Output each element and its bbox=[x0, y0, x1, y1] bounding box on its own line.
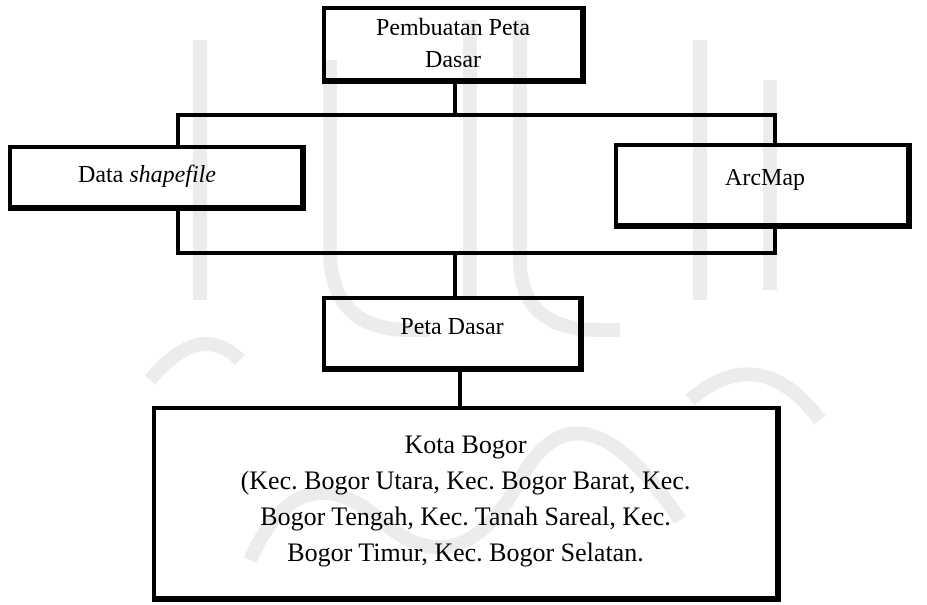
top-box-line2: Dasar bbox=[425, 47, 481, 73]
box-peta-dasar: Peta Dasar bbox=[322, 296, 584, 372]
left-box-prefix: Data bbox=[78, 162, 130, 188]
bottom-box-line3: Bogor Tengah, Kec. Tanah Sareal, Kec. bbox=[260, 502, 671, 531]
left-box-italic: shapefile bbox=[129, 162, 216, 188]
box-arcmap: ArcMap bbox=[614, 143, 912, 229]
bottom-box-line4: Bogor Timur, Kec. Bogor Selatan. bbox=[287, 538, 644, 567]
box-kota-bogor: Kota Bogor (Kec. Bogor Utara, Kec. Bogor… bbox=[152, 406, 781, 602]
middle-box-label: Peta Dasar bbox=[400, 314, 504, 340]
left-box-label: Data shapefile bbox=[78, 158, 216, 192]
box-data-shapefile: Data shapefile bbox=[8, 145, 306, 211]
right-box-label: ArcMap bbox=[725, 165, 805, 191]
top-box-line1: Pembuatan Peta bbox=[376, 15, 530, 41]
box-pembuatan-peta-dasar: Pembuatan Peta Dasar bbox=[322, 6, 586, 84]
bottom-box-line1: Kota Bogor bbox=[404, 430, 527, 459]
bottom-box-line2: (Kec. Bogor Utara, Kec. Bogor Barat, Kec… bbox=[240, 466, 691, 495]
